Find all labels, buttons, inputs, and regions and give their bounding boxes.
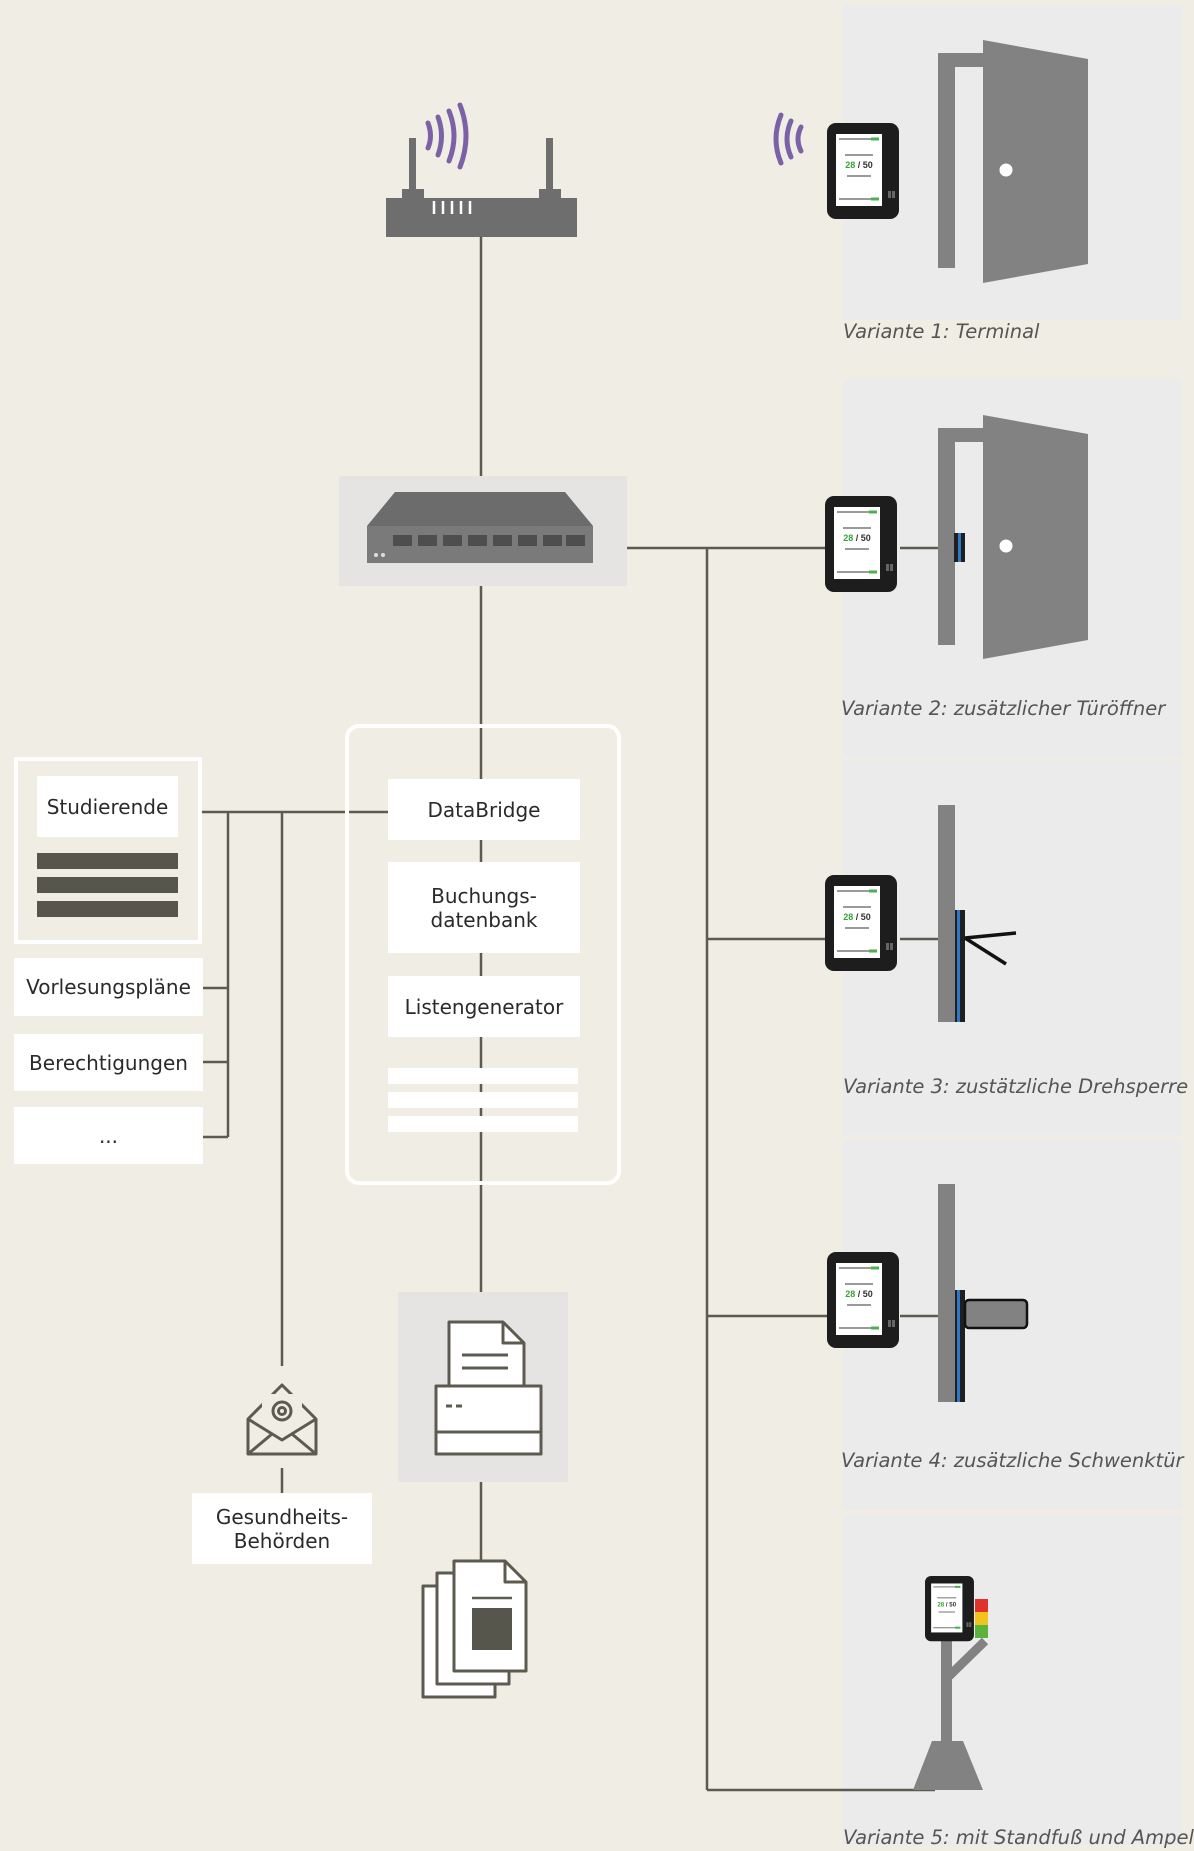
server-box (345, 724, 621, 1185)
wifi-router-icon (386, 102, 577, 237)
variant-3-terminal-icon (825, 875, 897, 971)
swing-door-icon (938, 1184, 1029, 1402)
data-block (37, 877, 178, 893)
list-line (388, 1068, 578, 1084)
variant-1-terminal-icon (773, 112, 899, 219)
traffic-light-red (975, 1599, 988, 1612)
email-icon (246, 1383, 318, 1456)
door-with-opener-icon (938, 415, 1088, 659)
variant-3-panel (843, 760, 1182, 1135)
printer-icon (434, 1320, 543, 1456)
variant-3-caption: Variante 3: zustätzliche Drehsperre (843, 1075, 1189, 1098)
buchungsdatenbank-label: Buchungs- datenbank (388, 862, 580, 953)
data-block (37, 853, 178, 869)
listengenerator-label: Listengenerator (388, 976, 580, 1037)
variant-4-caption: Variante 4: zusätzliche Schwenktür (841, 1449, 1184, 1472)
more-sources-label: ... (14, 1107, 203, 1164)
traffic-light-yellow (975, 1612, 988, 1625)
list-line (388, 1092, 578, 1108)
databridge-label: DataBridge (388, 779, 580, 840)
variant-2-caption: Variante 2: zusätzlicher Türöffner (841, 697, 1166, 720)
wifi-signal-icon (425, 102, 469, 170)
variant-4-terminal-icon (827, 1252, 899, 1348)
variant-5-caption: Variante 5: mit Standfuß und Ampel (843, 1826, 1194, 1849)
door-icon (938, 40, 1088, 283)
variant-2-terminal-icon (825, 496, 897, 592)
studierende-group-frame (14, 757, 202, 944)
traffic-light-green (975, 1625, 988, 1638)
variant-5-stand-icon (913, 1576, 989, 1790)
list-line (388, 1116, 578, 1132)
variant-5-panel (843, 1515, 1182, 1845)
nfc-signal-icon (773, 112, 804, 166)
data-block (37, 901, 178, 917)
gesundheitsbehoerden-label: Gesundheits- Behörden (192, 1493, 372, 1564)
documents-icon (421, 1559, 528, 1699)
network-switch-icon (367, 492, 593, 563)
turnstile-icon (938, 805, 1017, 1022)
studierende-label: Studierende (37, 776, 178, 837)
vorlesungsplaene-label: Vorlesungspläne (14, 958, 203, 1016)
berechtigungen-label: Berechtigungen (14, 1034, 203, 1091)
variant-1-caption: Variante 1: Terminal (843, 320, 1040, 343)
